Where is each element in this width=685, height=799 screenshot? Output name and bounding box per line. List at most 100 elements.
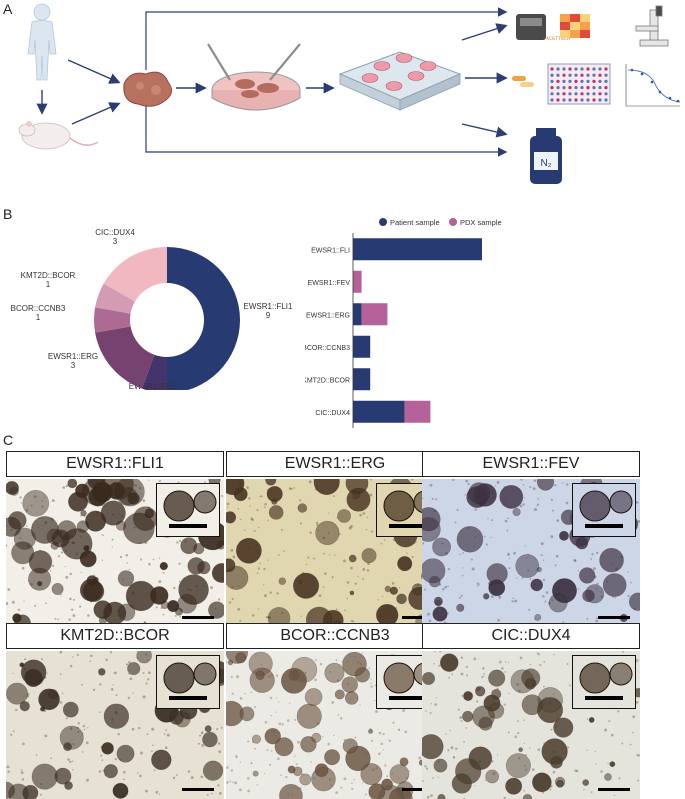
organoid-tile: BCOR::CCNB3	[226, 623, 444, 799]
plate-well	[574, 73, 578, 77]
plate-well	[604, 79, 608, 83]
donut-slice	[93, 307, 131, 333]
plate-well	[556, 92, 560, 96]
scale-bar	[598, 616, 630, 619]
scale-bar	[598, 788, 630, 791]
plate-well	[550, 98, 554, 102]
donut-label: EWSR1::FEV	[129, 382, 178, 390]
legend-marker	[379, 218, 387, 226]
plate-well	[586, 92, 590, 96]
category-label: CIC::DUX4	[315, 410, 350, 417]
zoom-inset	[156, 655, 220, 709]
plate-well	[568, 92, 572, 96]
plate-well	[562, 79, 566, 83]
micrograph	[226, 479, 444, 627]
donut-count: 9	[266, 311, 271, 320]
plate-well	[580, 73, 584, 77]
zoom-inset	[156, 483, 220, 537]
plate-well	[598, 67, 602, 71]
plate-well	[604, 92, 608, 96]
petri-dish-icon	[207, 43, 301, 111]
sequencer-icon: ACGTTGCA	[516, 14, 570, 42]
dose-response-plot-icon	[625, 64, 681, 107]
workflow-schematic: ACGTTGCA N₂	[18, 3, 681, 184]
donut-slice	[95, 283, 135, 314]
microscope-icon	[635, 5, 669, 47]
plate-well	[562, 73, 566, 77]
plate-well	[550, 67, 554, 71]
tile-title: EWSR1::ERG	[226, 451, 444, 477]
plate-well	[550, 86, 554, 90]
plate-well	[592, 86, 596, 90]
plate-well	[592, 92, 596, 96]
plate-well	[580, 67, 584, 71]
plate-well	[574, 98, 578, 102]
organoid-tile: EWSR1::ERG	[226, 451, 444, 627]
plate-well	[568, 73, 572, 77]
tile-title: KMT2D::BCOR	[6, 623, 224, 649]
plate-well	[574, 92, 578, 96]
donut-label: EWSR1::FLI1	[244, 302, 293, 311]
donut-slice	[103, 247, 167, 302]
plate-well	[586, 79, 590, 83]
legend-label: Patient sample	[390, 218, 440, 227]
category-label: EWSR1::ERG	[306, 312, 350, 319]
tile-title: EWSR1::FLI1	[6, 451, 224, 477]
plate-well	[574, 79, 578, 83]
organoid-tile: EWSR1::FEV	[422, 451, 640, 627]
organoid-tile: CIC::DUX4	[422, 623, 640, 799]
plate-well	[586, 73, 590, 77]
donut-slice	[95, 326, 155, 389]
category-label: EWSR1::FEV	[308, 280, 351, 287]
plate-well	[568, 67, 572, 71]
pills-icon	[512, 76, 534, 87]
plate-well	[604, 73, 608, 77]
scale-bar	[182, 788, 214, 791]
plate-well	[562, 86, 566, 90]
donut-count: 1	[36, 313, 41, 322]
bar-segment	[353, 270, 362, 293]
drug-screen-plate-icon	[547, 63, 611, 105]
donut-label: CIC::DUX4	[95, 228, 135, 237]
plate-well	[592, 79, 596, 83]
svg-text:ACGTTGCA: ACGTTGCA	[546, 36, 570, 42]
donut-count: 3	[71, 361, 76, 370]
plate-well	[574, 67, 578, 71]
donut-label: BCOR::CCNB3	[11, 304, 66, 313]
well-plate-icon	[338, 51, 462, 111]
inset-scale-bar	[585, 524, 623, 528]
tile-title: EWSR1::FEV	[422, 451, 640, 477]
nitrogen-label: N₂	[540, 158, 551, 169]
donut-slice	[142, 354, 167, 390]
bar-segment	[353, 303, 362, 326]
plate-well	[586, 67, 590, 71]
plate-well	[550, 73, 554, 77]
plate-well	[598, 92, 602, 96]
donut-label: KMT2D::BCOR	[21, 271, 76, 280]
inset-scale-bar	[389, 696, 427, 700]
inset-scale-bar	[585, 696, 623, 700]
organoid-tile: EWSR1::FLI1	[6, 451, 224, 627]
organoid-tile: KMT2D::BCOR	[6, 623, 224, 799]
panel-label-b: B	[3, 206, 13, 222]
zoom-inset	[572, 655, 636, 709]
bar-segment	[353, 400, 405, 423]
donut-count: 1	[46, 280, 51, 289]
plate-well	[586, 86, 590, 90]
plate-well	[580, 92, 584, 96]
fusion-donut-chart: EWSR1::FLI19EWSR1::FEV1EWSR1::ERG3BCOR::…	[11, 228, 293, 390]
bar-segment	[353, 238, 482, 261]
category-label: BCOR::CCNB3	[305, 345, 350, 352]
inset-scale-bar	[169, 696, 207, 700]
scale-bar	[182, 616, 214, 619]
plate-well	[592, 73, 596, 77]
plate-well	[550, 79, 554, 83]
plate-well	[604, 86, 608, 90]
legend-marker	[449, 218, 457, 226]
plate-well	[556, 79, 560, 83]
liquid-nitrogen-tank-icon: N₂	[530, 128, 562, 184]
plate-well	[574, 86, 578, 90]
micrograph	[6, 479, 224, 627]
plate-well	[568, 86, 572, 90]
